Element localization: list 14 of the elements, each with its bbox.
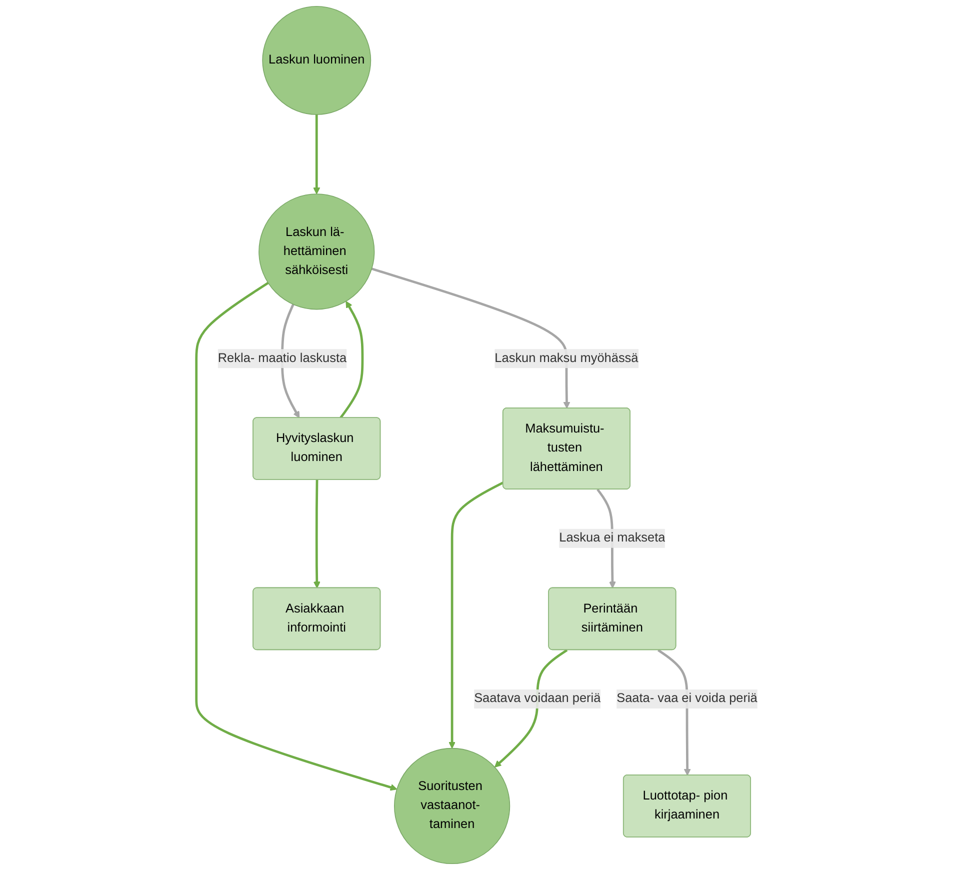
node-circle: Suoritusten vastaanot- taminen [394, 748, 510, 864]
arrow [312, 114, 320, 194]
arrow [339, 300, 364, 419]
edge-label: Laskun maksu myöhässä [494, 351, 638, 365]
edge-label: Saatava voidaan periä [474, 692, 600, 706]
edge-label: Laskua ei makseta [558, 531, 665, 545]
arrow [370, 268, 570, 409]
edge-label: Rekla- maatio laskusta [217, 351, 346, 365]
node-circle: Laskun lä- hettäminen sähköisesti [258, 194, 374, 310]
arrow [313, 480, 320, 588]
edge-label: Saata- vaa ei voida periä [616, 692, 757, 706]
arrow [194, 282, 397, 791]
arrow [448, 481, 504, 749]
node-circle: Laskun luominen [262, 6, 371, 115]
